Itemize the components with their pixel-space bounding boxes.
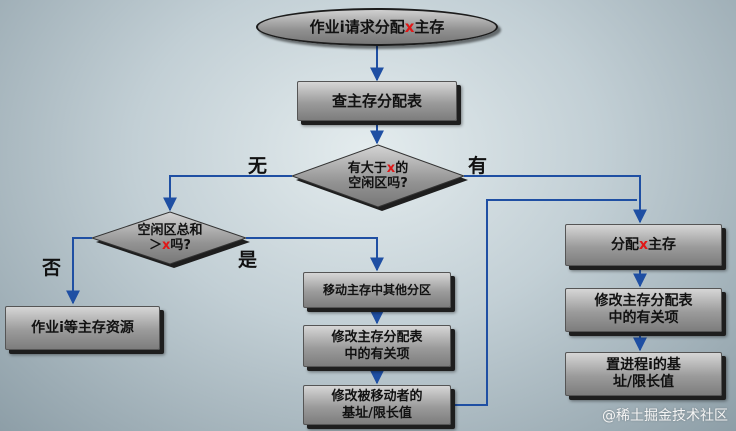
modify-right-line1: 修改主存分配表 [594, 293, 693, 309]
decision-line1: 有大于x的 [347, 161, 409, 176]
allocate-mark: x [638, 236, 649, 253]
modify-right-line2: 中的有关项 [608, 310, 679, 326]
decision-diamond-large-free-block [290, 144, 466, 208]
decision-free-total-text: 空闲区总和 ＞x吗? [110, 223, 230, 253]
edge-label-has-large-block: 有 [468, 155, 488, 177]
modify-base-line1: 修改被移动者的 [331, 389, 423, 404]
watermark-text: @稀土掘金技术社区 [602, 408, 728, 424]
check-table-label: 查主存分配表 [331, 91, 422, 110]
modify-left-line1: 修改主存分配表 [331, 330, 423, 345]
wait-resource-node: 作业i等主存资源 [5, 306, 160, 350]
decision-diamond-free-total [90, 211, 248, 265]
arrow-decision-yes [464, 175, 647, 224]
start-text-end: 主存 [414, 17, 445, 36]
modify-base-limit-node: 修改被移动者的 基址/限长值 [303, 385, 451, 425]
allocate-text-end: 主存 [648, 236, 677, 253]
set-base-line2: 址/限长值 [612, 374, 675, 390]
wait-label: 作业i等主存资源 [31, 319, 134, 336]
arrow-decision-no [163, 175, 292, 212]
arrow-sum-no [66, 237, 92, 305]
modify-left-line2: 中的有关项 [344, 347, 410, 362]
edge-label-sum-not-enough: 否 [42, 257, 62, 279]
decision-line2: 空闲区吗? [348, 176, 408, 191]
decision-sum-line1: 空闲区总和 [137, 223, 203, 238]
modify-table-right-node: 修改主存分配表 中的有关项 [565, 288, 722, 332]
set-base-limit-node: 置进程i的基 址/限长值 [565, 352, 722, 396]
start-mark: x [404, 17, 415, 36]
check-table-node: 查主存分配表 [297, 81, 457, 121]
edge-label-sum-enough: 是 [238, 249, 258, 271]
set-base-line1: 置进程i的基 [606, 357, 681, 373]
modify-base-line2: 基址/限长值 [342, 406, 412, 421]
allocate-text: 分配 [610, 236, 639, 253]
edge-label-no-large-block: 无 [248, 155, 268, 177]
modify-table-left-node: 修改主存分配表 中的有关项 [303, 325, 451, 367]
decision-large-free-block-text: 有大于x的 空闲区吗? [318, 161, 438, 191]
arrow-sum-yes [246, 237, 384, 272]
move-other-label: 移动主存中其他分区 [322, 282, 431, 297]
decision-sum-line2: ＞x吗? [149, 238, 191, 253]
move-other-partitions-node: 移动主存中其他分区 [303, 272, 451, 308]
arrow-base-to-allocate [452, 199, 637, 406]
start-text: 作业i请求分配 [309, 17, 405, 36]
